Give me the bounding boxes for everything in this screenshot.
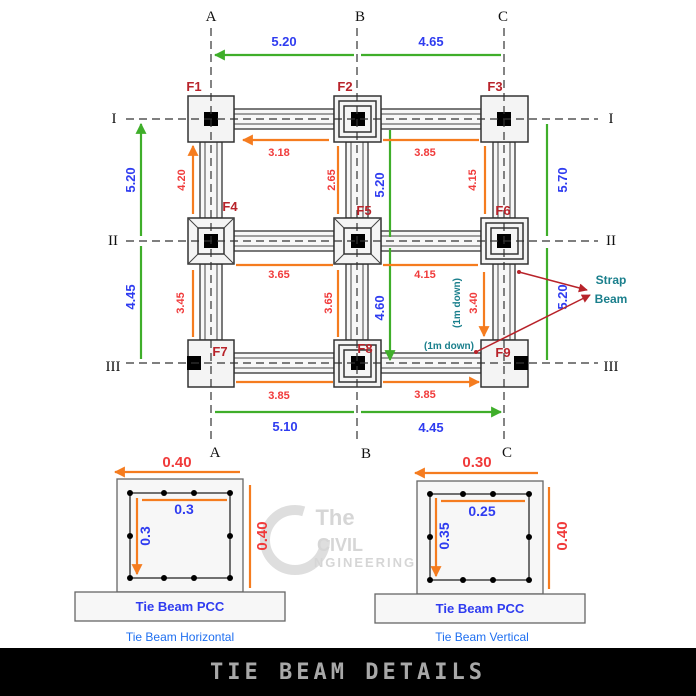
strap-label-line2: Beam (595, 292, 628, 306)
dim-right-upper: 5.70 (555, 167, 570, 192)
section-tie-beam-vertical (374, 473, 586, 624)
dim-bottom-ab: 5.10 (272, 419, 297, 434)
clear-dim-r3-ab: 3.85 (268, 390, 289, 402)
dim-left-upper: 5.20 (123, 167, 138, 192)
note-1m-down-vertical: (1m down) (452, 278, 463, 328)
section2-pcc-label: Tie Beam PCC (436, 601, 525, 616)
grid-label-iii-left: III (106, 359, 121, 375)
section2-inner-width: 0.25 (468, 503, 495, 519)
svg-text:CIVIL: CIVIL (317, 535, 363, 555)
footer-title: TIE BEAM DETAILS (210, 659, 486, 685)
footing-label-f3: F3 (487, 79, 502, 94)
footing-label-f2: F2 (337, 79, 352, 94)
dim-bottom-bc: 4.45 (418, 420, 443, 435)
section1-height: 0.40 (254, 521, 271, 550)
section2-height: 0.40 (554, 521, 571, 550)
clear-dim-r2-bc: 4.15 (414, 269, 435, 281)
dim-middle-lower: 4.60 (372, 295, 387, 320)
clear-dim-c-upper: 4.15 (467, 169, 479, 190)
footing-label-f1: F1 (186, 79, 201, 94)
clear-dim-a-lower: 3.45 (175, 292, 187, 313)
clear-dim-a-upper: 4.20 (176, 169, 188, 190)
tie-beam-diagram: A B C A B C I II III I II III F1 F2 F3 F… (74, 9, 628, 644)
dim-left-lower: 4.45 (123, 284, 138, 309)
clear-dim-r2-ab: 3.65 (268, 269, 289, 281)
watermark-logo: The CIVIL NGINEERING (260, 505, 416, 575)
dim-middle-upper: 5.20 (372, 172, 387, 197)
grid-label-ii-right: II (606, 233, 616, 249)
grid-label-i-right: I (609, 111, 614, 127)
footing-label-f6: F6 (495, 203, 510, 218)
footing-label-f5: F5 (356, 203, 371, 218)
grid-label-a: A (206, 9, 217, 25)
dim-top-bc: 4.65 (418, 34, 443, 49)
section2-width: 0.30 (462, 454, 491, 471)
section1-inner-width: 0.3 (174, 501, 194, 517)
section2-caption: Tie Beam Vertical (435, 630, 529, 644)
section1-caption: Tie Beam Horizontal (126, 630, 234, 644)
grid-label-i-left: I (112, 111, 117, 127)
grid-label-b-bottom: B (361, 446, 371, 462)
clear-dim-b-lower: 3.65 (323, 292, 335, 313)
footing-label-f9: F9 (495, 345, 510, 360)
clear-dimension-arrows (193, 140, 485, 382)
section1-inner-height: 0.3 (137, 526, 153, 546)
grid-label-b: B (355, 9, 365, 25)
clear-dim-r1-ab: 3.18 (268, 147, 289, 159)
grid-label-iii-right: III (604, 359, 619, 375)
overall-dimension-arrows (141, 55, 549, 412)
clear-dim-r1-bc: 3.85 (414, 147, 435, 159)
clear-dim-c-lower: 3.40 (468, 292, 480, 313)
dim-top-ab: 5.20 (271, 34, 296, 49)
footing-label-f4: F4 (222, 199, 238, 214)
clear-dim-r3-bc: 3.85 (414, 389, 435, 401)
footing-label-f8: F8 (357, 341, 372, 356)
section2-inner-height: 0.35 (436, 522, 452, 549)
section1-pcc-label: Tie Beam PCC (136, 599, 225, 614)
grid-label-c-bottom: C (502, 445, 512, 461)
footer-banner: TIE BEAM DETAILS (0, 648, 696, 696)
svg-text:The: The (315, 505, 354, 530)
strap-beam-pointers (474, 270, 591, 354)
note-1m-down-horizontal: (1m down) (424, 341, 474, 352)
strap-label-line1: Strap (596, 273, 627, 287)
section1-width: 0.40 (162, 454, 191, 471)
clear-dim-b-upper: 2.65 (326, 169, 338, 190)
grid-label-a-bottom: A (210, 445, 221, 461)
svg-text:NGINEERING: NGINEERING (314, 555, 416, 570)
section-tie-beam-horizontal (74, 472, 286, 622)
grid-label-c: C (498, 9, 508, 25)
dim-right-lower: 5.20 (555, 284, 570, 309)
footing-label-f7: F7 (212, 344, 227, 359)
grid-label-ii-left: II (108, 233, 118, 249)
